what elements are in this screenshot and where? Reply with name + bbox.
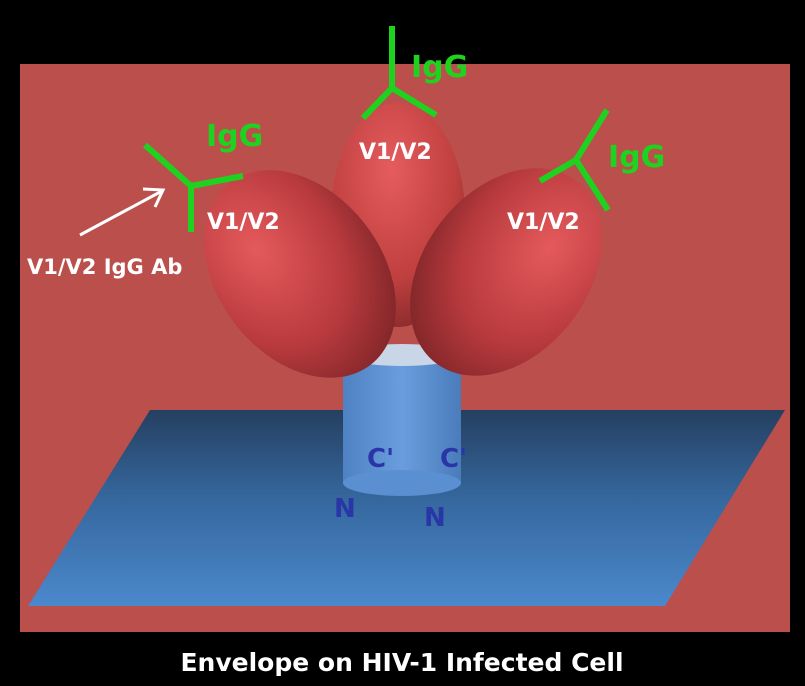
n-terminus-label-left: N [334,494,356,524]
cell-membrane [28,410,785,606]
igg-antibody-right [538,108,611,212]
envelope-lobe-left [204,170,396,378]
envelope-lobe-right [410,168,602,376]
igg-antibody-left [143,142,244,232]
n-terminus-label-right: N [424,503,446,533]
igg-label-left: IgG [206,119,263,154]
antibody-pointer-label: V1/V2 IgG Ab [27,255,182,279]
igg-label-center: IgG [411,50,468,85]
igg-label-right: IgG [608,140,665,175]
v1v2-label-left: V1/V2 [207,210,280,235]
pointer-arrow [79,187,166,237]
c-terminus-label-left: C' [367,444,394,474]
igg-antibody-center [360,26,438,121]
v1v2-label-center: V1/V2 [359,140,432,165]
figure-caption: Envelope on HIV-1 Infected Cell [180,648,623,677]
v1v2-label-right: V1/V2 [507,210,580,235]
c-terminus-label-right: C' [440,444,467,474]
